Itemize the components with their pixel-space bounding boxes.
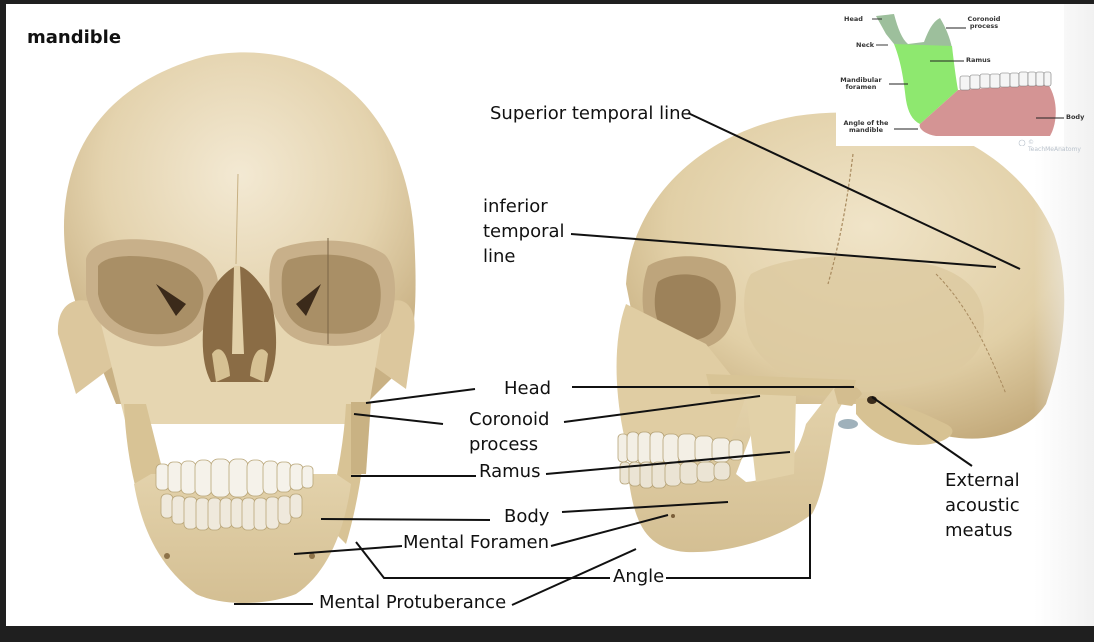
label-head: Head bbox=[504, 378, 552, 399]
label-mental-foramen: Mental Foramen bbox=[403, 532, 549, 553]
inset-label-neck: Neck bbox=[856, 41, 875, 49]
label-angle: Angle bbox=[613, 566, 665, 587]
inset-label-body: Body bbox=[1066, 113, 1085, 121]
slide: mandible Superior temporal line inferior… bbox=[6, 4, 1094, 626]
label-mental-protuberance: Mental Protuberance bbox=[319, 592, 507, 613]
inset-label-ramus: Ramus bbox=[966, 56, 991, 64]
label-body: Body bbox=[504, 506, 550, 527]
label-superior-temporal-line: Superior temporal line bbox=[490, 103, 692, 124]
skull-illustrations bbox=[57, 52, 1065, 606]
inset-label-coronoid-process: Coronoid process bbox=[967, 15, 1001, 30]
slide-title: mandible bbox=[27, 27, 122, 48]
label-inferior-temporal-line: inferior temporal line bbox=[483, 196, 565, 267]
frontal-skull bbox=[57, 52, 416, 603]
label-coronoid-process: Coronoid process bbox=[469, 409, 550, 455]
inset-label-mandibular-foramen: Mandibular foramen bbox=[840, 76, 882, 91]
inset-mandible-illustration bbox=[872, 14, 1064, 147]
label-ramus: Ramus bbox=[479, 461, 541, 482]
label-external-acoustic-meatus: External acoustic meatus bbox=[945, 470, 1020, 541]
inset-label-angle-of-mandible: Angle of the mandible bbox=[843, 119, 889, 134]
leader-lines bbox=[234, 112, 1021, 606]
inset-credit: © TeachMeAnatomy bbox=[1028, 139, 1081, 153]
inset-mandible-diagram: Head Neck Mandibular foramen Angle of th… bbox=[836, 4, 1084, 153]
inset-label-head: Head bbox=[844, 15, 863, 23]
